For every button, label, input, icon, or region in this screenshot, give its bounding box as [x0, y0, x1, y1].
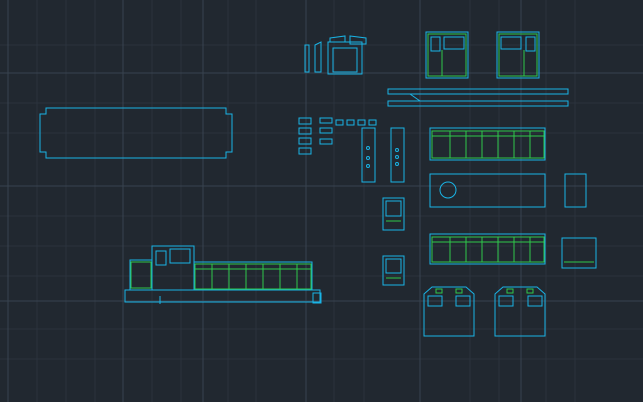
control-stands[interactable] — [361, 127, 405, 183]
small-boxes[interactable] — [561, 173, 597, 269]
cab-fronts[interactable] — [423, 31, 546, 337]
engine-compartments[interactable] — [429, 127, 546, 265]
horizontal-rails[interactable] — [387, 88, 569, 107]
small-blocks[interactable] — [298, 117, 377, 155]
locomotive-side-view[interactable] — [124, 245, 322, 304]
bogie-parts[interactable] — [304, 35, 367, 75]
long-panel[interactable] — [39, 107, 233, 159]
radiator-panel[interactable] — [382, 197, 405, 286]
